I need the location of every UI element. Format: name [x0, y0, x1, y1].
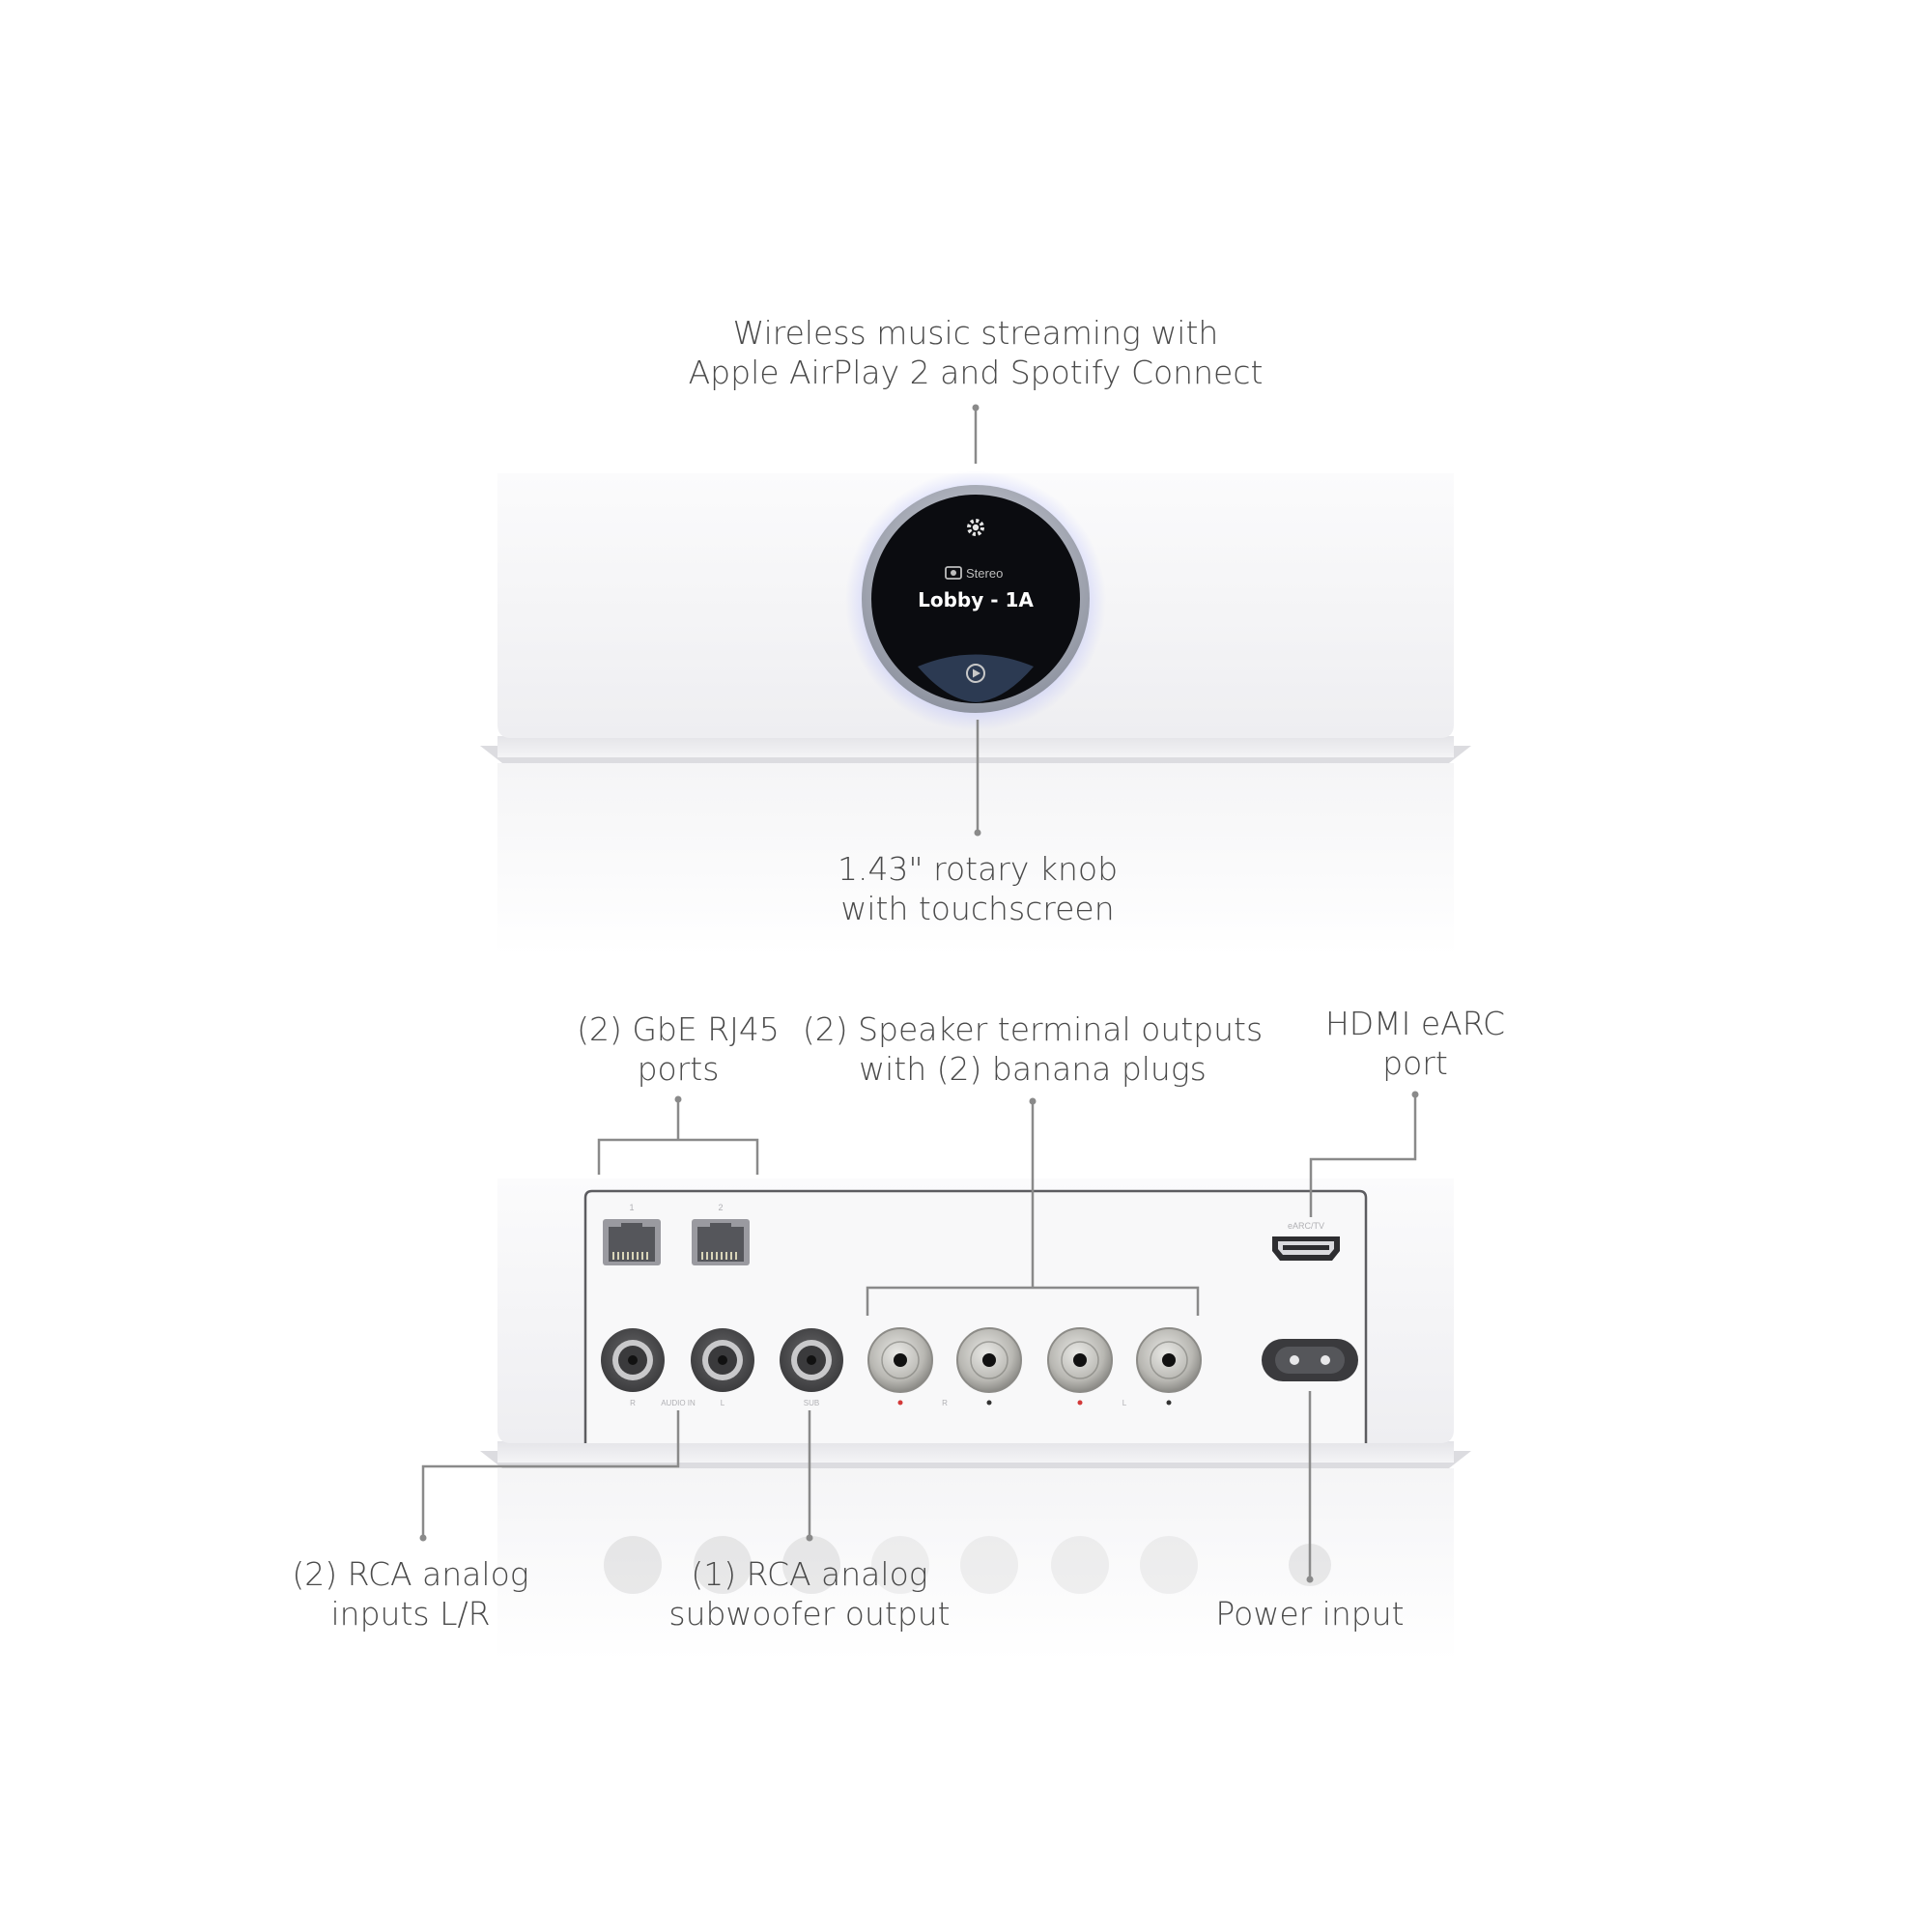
rear-base: [497, 1441, 1454, 1463]
callout-rj45: (2) GbE RJ45 ports: [577, 1009, 780, 1089]
power-input-port[interactable]: [1262, 1339, 1358, 1381]
front-leaders: [972, 404, 981, 837]
polarity-dot-r-pos: [897, 1400, 903, 1406]
callout-power: Power input: [1215, 1594, 1404, 1634]
screen-bottom-arc: [918, 654, 1034, 702]
gear-icon[interactable]: [967, 519, 984, 536]
sub-label: SUB: [804, 1399, 819, 1407]
rj45-port-1[interactable]: [603, 1219, 661, 1265]
rca-input-l[interactable]: [691, 1328, 754, 1392]
front-view: Stereo Lobby - 1A: [480, 470, 1471, 956]
hdmi-earc-port[interactable]: [1272, 1236, 1340, 1261]
front-reflection: [497, 763, 1454, 956]
callout-rca-inputs-line1: (2) RCA analog: [292, 1555, 529, 1593]
speaker-terminal-r-pos[interactable]: [867, 1327, 933, 1393]
callout-subwoofer-line1: (1) RCA analog: [691, 1555, 928, 1593]
rear-leader-dots: [419, 1091, 1419, 1583]
speaker-icon: [945, 566, 962, 580]
rca-l-label: L: [721, 1399, 725, 1407]
lan1-label: 1: [629, 1203, 634, 1212]
callout-rj45-line2: ports: [637, 1050, 720, 1088]
polarity-dot-r-neg: [986, 1400, 992, 1406]
mode-text: Stereo: [966, 566, 1003, 581]
callout-streaming-line2: Apple AirPlay 2 and Spotify Connect: [688, 354, 1264, 391]
callout-rj45-line1: (2) GbE RJ45: [577, 1010, 780, 1048]
speaker-terminal-r-neg[interactable]: [956, 1327, 1022, 1393]
rear-reflection: [497, 1468, 1454, 1662]
rca-input-r[interactable]: [601, 1328, 665, 1392]
callout-hdmi-line2: port: [1382, 1044, 1448, 1082]
callout-streaming: Wireless music streaming with Apple AirP…: [689, 313, 1264, 392]
callout-speaker-line1: (2) Speaker terminal outputs: [802, 1010, 1264, 1048]
zone-name: Lobby - 1A: [918, 588, 1034, 611]
callout-subwoofer: (1) RCA analog subwoofer output: [668, 1554, 950, 1634]
polarity-dot-l-pos: [1077, 1400, 1083, 1406]
play-icon[interactable]: [966, 664, 985, 683]
speaker-terminal-l-neg[interactable]: [1136, 1327, 1202, 1393]
polarity-dot-l-neg: [1166, 1400, 1172, 1406]
audio-in-label: AUDIO IN: [661, 1399, 696, 1407]
lan2-label: 2: [718, 1203, 723, 1212]
callout-hdmi-line1: HDMI eARC: [1324, 1005, 1506, 1042]
callout-speaker: (2) Speaker terminal outputs with (2) ba…: [803, 1009, 1263, 1089]
hdmi-label: eARC/TV: [1288, 1221, 1324, 1231]
callout-knob-line2: with touchscreen: [840, 890, 1115, 927]
callout-streaming-line1: Wireless music streaming with: [732, 314, 1219, 352]
callout-rca-inputs: (2) RCA analog inputs L/R: [292, 1554, 528, 1634]
speaker-terminal-l-pos[interactable]: [1047, 1327, 1113, 1393]
callout-subwoofer-line2: subwoofer output: [668, 1595, 951, 1633]
callout-power-line1: Power input: [1215, 1595, 1405, 1633]
spk-r-label: R: [942, 1399, 948, 1407]
front-base: [497, 736, 1454, 757]
spk-l-label: L: [1122, 1399, 1127, 1407]
callout-knob-line1: 1.43" rotary knob: [837, 850, 1119, 888]
callout-speaker-line2: with (2) banana plugs: [859, 1050, 1207, 1088]
rear-view: 1 2 eARC/TV: [480, 1179, 1471, 1662]
rca-subwoofer-output[interactable]: [780, 1328, 843, 1392]
callout-knob: 1.43" rotary knob with touchscreen: [838, 849, 1118, 928]
callout-hdmi: HDMI eARC port: [1325, 1004, 1505, 1083]
callout-rca-inputs-line2: inputs L/R: [330, 1595, 491, 1633]
rca-r-label: R: [630, 1399, 636, 1407]
rj45-port-2[interactable]: [692, 1219, 750, 1265]
knob-touchscreen[interactable]: [871, 495, 1080, 703]
rear-leaders: [421, 1094, 1417, 1579]
